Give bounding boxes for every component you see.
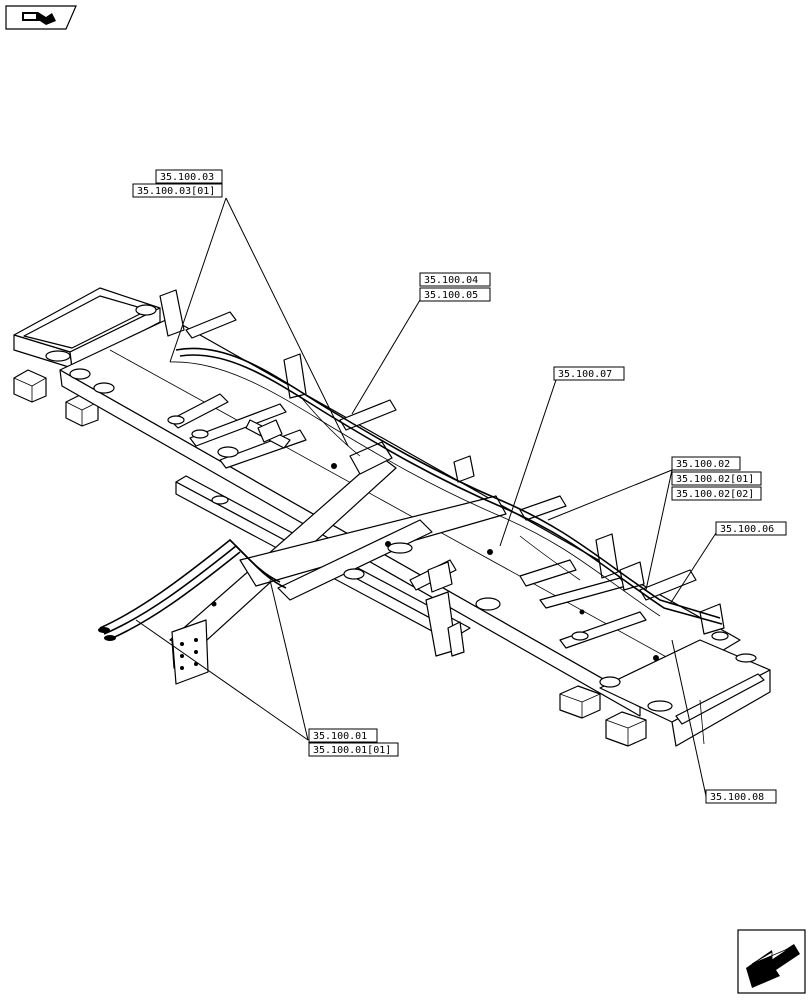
callout-label: 35.100.06 <box>720 524 774 535</box>
callout-label: 35.100.01 <box>313 731 367 742</box>
callout-35-100-07[interactable]: 35.100.07 <box>553 366 625 381</box>
callout-35-100-03[interactable]: 35.100.03 35.100.03[01] <box>132 169 223 198</box>
callout-label: 35.100.05 <box>424 290 478 301</box>
callout-label: 35.100.08 <box>710 792 764 803</box>
callout-label: 35.100.02 <box>676 459 730 470</box>
book-arrow-icon[interactable] <box>5 5 77 30</box>
callout-label: 35.100.04 <box>424 275 478 286</box>
callout-35-100-01[interactable]: 35.100.01 35.100.01[01] <box>308 728 399 757</box>
next-page-arrow-icon[interactable] <box>737 929 806 994</box>
callout-35-100-02[interactable]: 35.100.02 35.100.02[01] 35.100.02[02] <box>671 456 762 501</box>
toolbar-frame-drawing <box>13 287 771 747</box>
callout-label: 35.100.07 <box>558 369 612 380</box>
callout-label: 35.100.03 <box>160 172 214 183</box>
callout-label: 35.100.02[01] <box>676 474 754 485</box>
callout-35-100-06[interactable]: 35.100.06 <box>715 521 787 536</box>
callout-label: 35.100.03[01] <box>137 186 215 197</box>
leader-lines <box>135 197 717 797</box>
callout-label: 35.100.02[02] <box>676 489 754 500</box>
callout-35-100-04[interactable]: 35.100.04 35.100.05 <box>419 272 491 302</box>
callout-label: 35.100.01[01] <box>313 745 391 756</box>
callout-35-100-08[interactable]: 35.100.08 <box>705 789 777 804</box>
